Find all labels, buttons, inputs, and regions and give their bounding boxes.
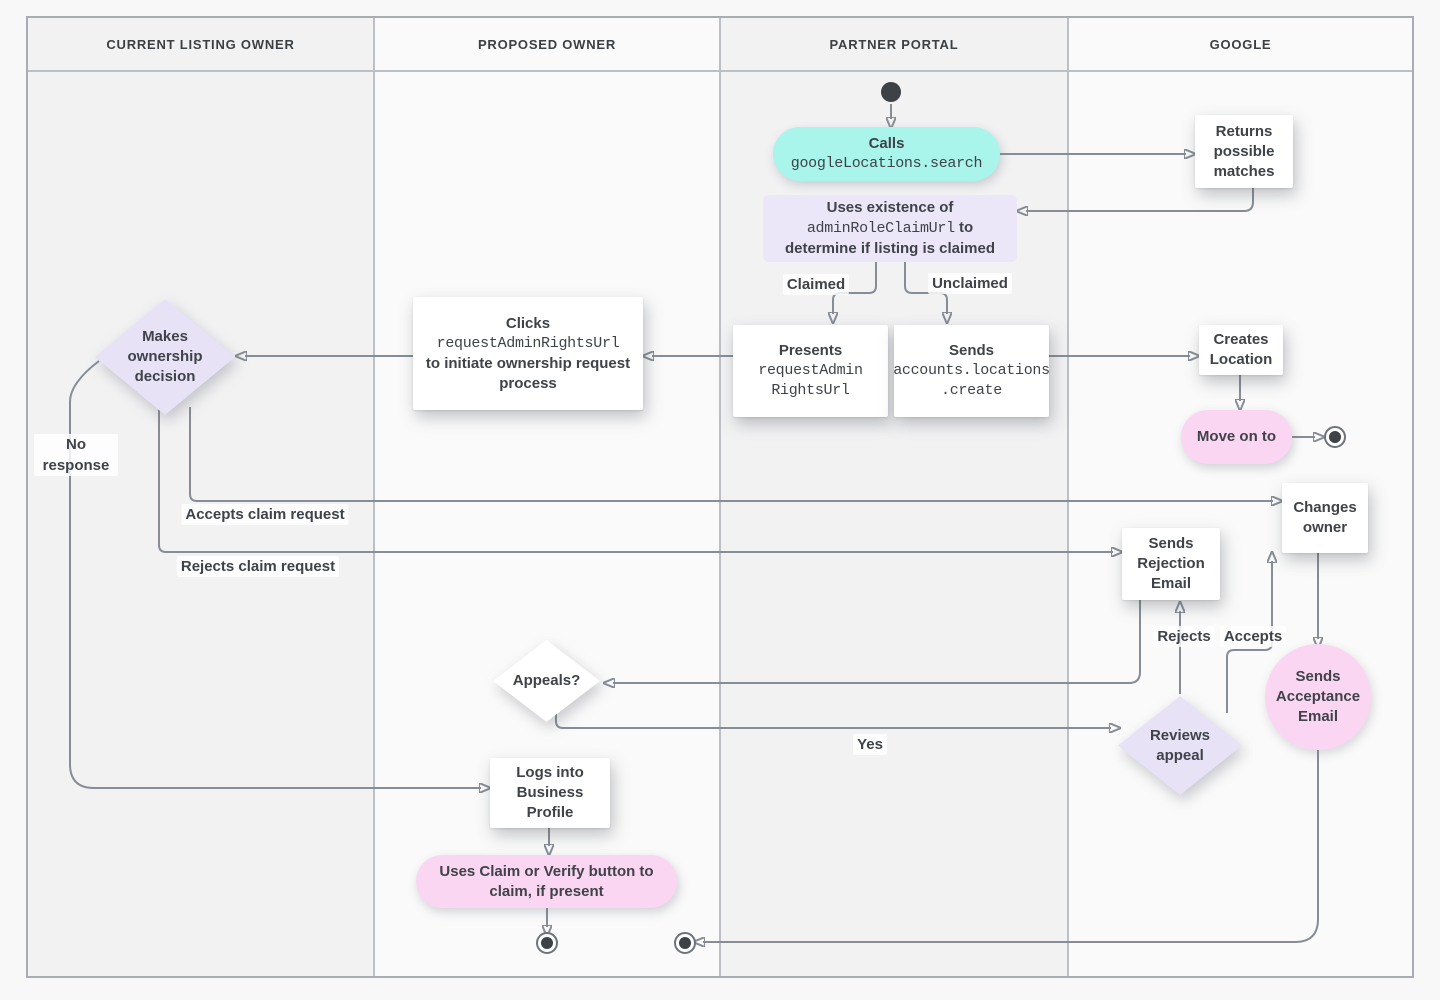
node-uses-existence: Uses existence of adminRoleClaimUrl to d… <box>763 195 1017 262</box>
node-returns-possible-matches: Returns possible matches <box>1195 115 1293 188</box>
node-sends-accounts-locations-create: Sends accounts.locations .create <box>893 325 1050 417</box>
node-text: Uses Claim or Verify button to claim, if… <box>439 862 654 900</box>
node-text: Appeals? <box>512 672 581 689</box>
end-node-claim-flow <box>536 932 558 954</box>
node-line2: adminRoleClaimUrl to <box>807 218 973 239</box>
node-code-line2: .create <box>941 382 1002 399</box>
node-sends-acceptance-email: Sends Acceptance Email <box>1265 644 1371 750</box>
node-title: Sends <box>948 342 994 359</box>
reviews-diamond: Reviews appeal <box>1118 696 1242 795</box>
node-changes-owner: Changes owner <box>1282 483 1368 553</box>
end-node-move-on <box>1324 426 1346 448</box>
node-creates-location: Creates Location <box>1199 325 1283 375</box>
lane-header-current-listing-owner: CURRENT LISTING OWNER <box>28 18 373 72</box>
edge-label-accepts: Accepts <box>1219 626 1287 647</box>
node-code-line1: accounts.locations <box>893 362 1050 379</box>
node-code-line1: requestAdmin <box>758 362 863 379</box>
node-text: Makes ownership decision <box>127 328 203 385</box>
lane-header-partner-portal: PARTNER PORTAL <box>721 18 1067 72</box>
node-title: Calls <box>868 135 905 152</box>
node-text: Sends Acceptance Email <box>1275 668 1361 725</box>
node-line2-rest: to <box>954 219 974 236</box>
node-sends-rejection-email: Sends Rejection Email <box>1122 528 1220 600</box>
node-clicks-request-admin-rights-url: Clicks requestAdminRightsUrl to initiate… <box>413 297 643 410</box>
node-uses-claim-or-verify: Uses Claim or Verify button to claim, if… <box>416 855 677 908</box>
lane-current-listing-owner: CURRENT LISTING OWNER <box>28 18 375 976</box>
lane-header-proposed-owner: PROPOSED OWNER <box>375 18 719 72</box>
node-code: requestAdminRightsUrl <box>436 334 620 352</box>
lane-proposed-owner: PROPOSED OWNER <box>375 18 721 976</box>
node-move-on-to: Move on to <box>1181 410 1292 464</box>
node-appeals: Appeals? <box>493 640 600 722</box>
edge-label-accepts-claim-request: Accepts claim request <box>181 504 349 525</box>
node-text: Returns possible matches <box>1213 122 1275 180</box>
node-rest: to initiate ownership request process <box>425 354 631 392</box>
edge-label-rejects-claim-request: Rejects claim request <box>176 556 340 577</box>
edge-label-yes: Yes <box>853 734 887 755</box>
edge-label-claimed: Claimed <box>782 274 850 295</box>
node-calls-google-locations-search: Calls googleLocations.search <box>773 127 1000 181</box>
start-node <box>881 82 901 102</box>
node-text: Logs into Business Profile <box>516 764 584 821</box>
node-text: Changes owner <box>1293 499 1357 536</box>
node-presents-request-admin-rights-url: Presents requestAdmin RightsUrl <box>733 325 888 417</box>
node-makes-ownership-decision: Makes ownership decision <box>95 299 235 415</box>
lane-header-google: GOOGLE <box>1069 18 1412 72</box>
edge-label-unclaimed: Unclaimed <box>928 273 1012 294</box>
appeals-diamond: Appeals? <box>493 640 600 722</box>
end-node-acceptance-flow <box>674 932 696 954</box>
node-code: googleLocations.search <box>790 155 983 172</box>
node-line3: determine if listing is claimed <box>784 240 996 257</box>
node-logs-into-business-profile: Logs into Business Profile <box>490 758 610 828</box>
node-code-line2: RightsUrl <box>771 382 850 399</box>
node-text: Sends Rejection Email <box>1137 535 1205 592</box>
node-text: Creates Location <box>1209 331 1273 368</box>
node-text: Reviews appeal <box>1149 726 1211 764</box>
node-text: Move on to <box>1196 428 1277 445</box>
node-title: Presents <box>778 342 843 359</box>
node-title: Clicks <box>505 314 551 332</box>
decision-diamond: Makes ownership decision <box>95 299 235 415</box>
node-line1: Uses existence of <box>826 199 954 216</box>
node-reviews-appeal: Reviews appeal <box>1118 696 1242 795</box>
node-code: adminRoleClaimUrl <box>806 220 955 237</box>
edge-label-rejects: Rejects <box>1153 626 1215 647</box>
edge-label-no-response: No response <box>34 434 118 476</box>
